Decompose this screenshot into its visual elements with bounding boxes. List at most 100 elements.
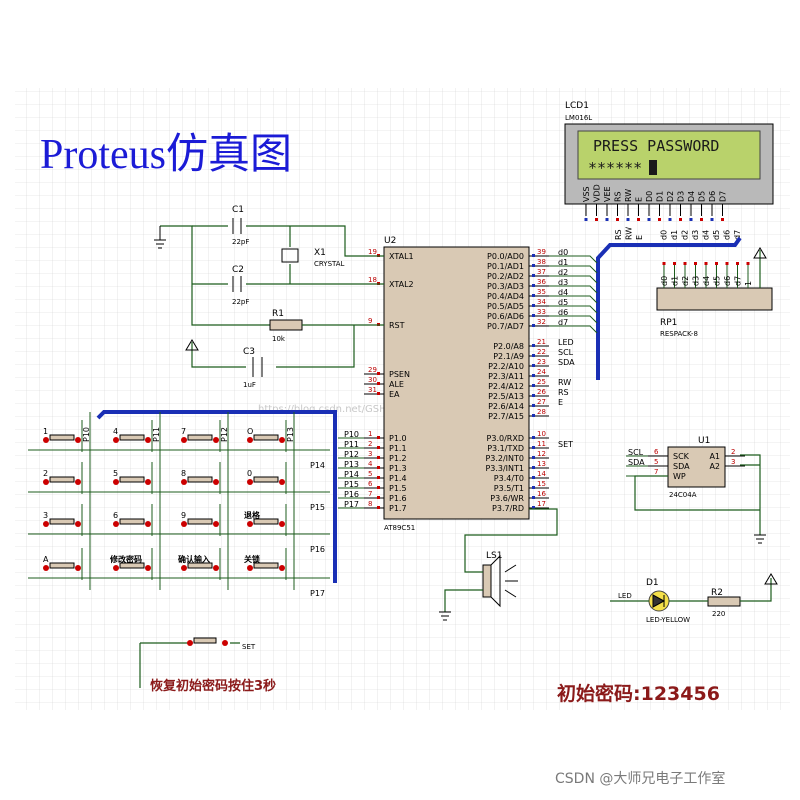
lcd-pin-marker [679,218,682,221]
mcu-right-pin-name: P2.0/A8 [493,342,524,351]
mcu-right-pin-name: P3.4/T0 [494,474,524,483]
mcu-left-pin-marker [377,436,380,439]
page-title: Proteus仿真图 [40,132,292,178]
keypad-key-cap [187,518,213,525]
rp1-power-arrow [753,247,767,259]
keypad-contact [279,565,285,571]
buzzer-component[interactable]: LS1 [439,508,558,621]
mcu-right-pin-name: P0.2/AD2 [487,272,524,281]
mcu-right-pin-num: 33 [537,308,546,316]
mcu-right-pin-marker [532,384,535,387]
keypad-contact [43,437,49,443]
mcu-left-pin-name: XTAL2 [389,280,414,289]
u1-pin-num: 2 [731,448,735,456]
mcu-right-net: RS [558,388,569,397]
lcd-net-label: d7 [733,230,742,240]
mcu-bus-entry [549,305,598,314]
keypad-key-cap [49,476,75,483]
mcu-right-net: d5 [558,298,568,307]
mcu-body [383,246,530,520]
keypad-contact [213,565,219,571]
mcu-right-pin-name: P3.1/TXD [487,444,524,453]
set-button-component[interactable]: SET 恢复初始密码按住3秒 [139,637,276,694]
lcd-pin-label: D0 [645,191,654,202]
mcu-right-pin-marker [532,456,535,459]
mcu-right-net: d3 [558,278,568,287]
mcu-right-pin-marker [532,324,535,327]
u1-pin-num: 3 [731,458,735,466]
keypad-key-cap [253,518,279,525]
keypad-column-net: P12 [220,427,229,442]
rp1-net-label: d2 [681,276,690,286]
rp1-pin-marker [746,262,750,265]
mcu-p1-net: P14 [344,470,359,479]
keypad-contact [247,521,253,527]
u1-pin-num: 7 [654,468,658,476]
ls1-body [482,564,492,598]
led-circuit[interactable]: D1 LED LED-YELLOW R2 220 [610,573,778,624]
r2-body [707,596,741,607]
lcd-pin-marker [616,218,619,221]
r1-body [269,319,303,331]
mcu-p1-net: P13 [344,460,359,469]
mcu-right-pin-num: 10 [537,430,546,438]
mcu-left-pin-num: 8 [368,500,372,508]
u1-pin-name: A1 [709,452,720,461]
rp1-pin-marker [662,262,666,265]
lcd-pin-marker [584,218,588,221]
keypad-key-label: 2 [43,469,48,478]
mcu-right-pin-num: 15 [537,480,546,488]
lcd-pin-label: D3 [677,191,686,202]
lcd-ref: LCD1 [565,101,589,111]
mcu-p1-net: P10 [344,430,359,439]
keypad-key-label: 8 [181,469,186,478]
mcu-right-pin-num: 32 [537,318,546,326]
mcu-right-pin-marker [532,364,535,367]
r1-value: 10k [272,335,286,343]
lcd-pin-label: RW [624,189,633,202]
mcu-right-pin-name: P0.4/AD4 [487,292,524,301]
rp1-net-label: d7 [734,276,743,286]
lcd-pin-label: D7 [719,191,728,202]
rp1-value: RESPACK-8 [660,330,698,338]
keypad-contact [181,437,187,443]
keypad-key-label: A [43,555,49,564]
lcd-pin-marker [647,218,651,221]
mcu-left-pin-name: P1.1 [389,444,407,453]
mcu-left-pin-num: 19 [368,248,377,256]
keypad-key-cap [187,562,213,569]
keypad-key-label: 修改密码 [109,554,142,564]
mcu-left-pin-name: P1.7 [389,504,407,513]
lcd-net-label: d0 [660,230,669,240]
mcu-left-pin-marker [377,466,380,469]
initial-password-label: 初始密码:123456 [557,682,720,705]
mcu-left-pin-name: PSEN [389,370,410,379]
mcu-left-pin-name: P1.2 [389,454,407,463]
keypad-key-label: 1 [43,427,48,436]
lcd-pin-label: RS [614,191,623,202]
lcd-pin-marker [689,218,693,221]
mcu-p1-net: P17 [344,500,359,509]
lcd-net-label: d5 [712,230,721,240]
keypad-key-cap [49,434,75,441]
mcu-right-pin-num: 11 [537,440,546,448]
ls1-wire [444,508,558,612]
lcd-net-label: d3 [691,230,700,240]
lcd-net-label: d6 [723,230,732,240]
ls1-cone [490,554,501,608]
keypad-contact [113,437,119,443]
rp1-pin-marker [725,262,729,265]
rp1-ref: RP1 [660,318,677,328]
mcu-right-pin-name: P2.2/A10 [488,362,524,371]
mcu-p1-net: P12 [344,450,359,459]
mcu-right-pin-marker [532,466,535,469]
u1-pin-name: SCK [673,452,690,461]
lcd-line2: ****** [588,159,642,177]
mcu-bus-entry [549,315,598,324]
